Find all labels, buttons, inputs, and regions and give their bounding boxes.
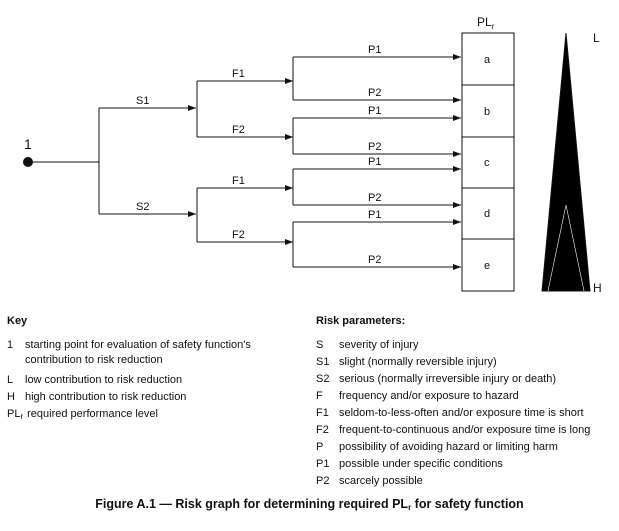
plr-header: PLr bbox=[477, 15, 495, 31]
risk-parameter-symbol: S bbox=[316, 339, 324, 351]
risk-parameter-symbol: P bbox=[316, 441, 324, 453]
key-symbol: L bbox=[7, 374, 14, 386]
risk-parameter-symbol: S2 bbox=[316, 373, 330, 385]
risk-parameter-description: scarcely possible bbox=[339, 475, 423, 487]
label-f1-lower: F1 bbox=[232, 175, 245, 187]
key-section: Key 1 starting point for evaluation of s… bbox=[7, 314, 297, 424]
risk-parameter-description: serious (normally irreversible injury or… bbox=[339, 373, 557, 385]
risk-parameter-item: P2 scarcely possible bbox=[316, 474, 616, 489]
label-low: L bbox=[593, 31, 600, 45]
risk-parameter-description: slight (normally reversible injury) bbox=[339, 356, 497, 368]
level-a: a bbox=[484, 54, 491, 66]
key-description: low contribution to risk reduction bbox=[25, 374, 183, 386]
risk-parameter-symbol: F1 bbox=[316, 407, 329, 419]
risk-triangle bbox=[541, 32, 591, 292]
risk-graph: 1 S1 S2 F1 F2 F1 F2 P1 P2 P1 P2 P1 P2 P1… bbox=[23, 15, 602, 295]
label-p2-3: P2 bbox=[368, 192, 381, 204]
performance-level-boxes bbox=[461, 32, 515, 292]
label-p2-4: P2 bbox=[368, 254, 381, 266]
risk-parameter-item: F2 frequent-to-continuous and/or exposure… bbox=[316, 423, 616, 438]
risk-parameter-item: F1 seldom-to-less-often and/or exposure t… bbox=[316, 406, 616, 421]
risk-parameter-symbol: P2 bbox=[316, 475, 330, 487]
label-p1-2: P1 bbox=[368, 105, 381, 117]
label-p1-4: P1 bbox=[368, 209, 381, 221]
key-item: PLr required performance level bbox=[7, 407, 297, 424]
level-b: b bbox=[484, 106, 490, 118]
level-c: c bbox=[484, 157, 490, 169]
key-description: required performance level bbox=[27, 408, 158, 420]
risk-parameter-description: seldom-to-less-often and/or exposure tim… bbox=[339, 407, 584, 419]
risk-parameter-item: S2 serious (normally irreversible injury … bbox=[316, 372, 616, 387]
key-title: Key bbox=[7, 315, 28, 327]
label-high: H bbox=[593, 281, 602, 295]
risk-parameter-item: S1 slight (normally reversible injury) bbox=[316, 355, 616, 370]
level-e: e bbox=[484, 260, 490, 272]
label-p1-1: P1 bbox=[368, 44, 381, 56]
label-f2-lower: F2 bbox=[232, 229, 245, 241]
key-symbol: H bbox=[7, 391, 15, 403]
label-f1-upper: F1 bbox=[232, 68, 245, 80]
key-description: high contribution to risk reduction bbox=[25, 391, 187, 403]
risk-parameters-title: Risk parameters: bbox=[316, 315, 406, 327]
start-point-label: 1 bbox=[24, 136, 32, 152]
key-item: H high contribution to risk reduction bbox=[7, 390, 297, 405]
risk-parameter-description: severity of injury bbox=[339, 339, 419, 351]
label-f2-upper: F2 bbox=[232, 124, 245, 136]
key-symbol: 1 bbox=[7, 339, 14, 351]
risk-parameter-description: frequency and/or exposure to hazard bbox=[339, 390, 519, 402]
risk-parameter-symbol: F bbox=[316, 390, 323, 402]
risk-parameter-symbol: P1 bbox=[316, 458, 330, 470]
label-p2-2: P2 bbox=[368, 141, 381, 153]
risk-parameter-item: P1 possible under specific conditions bbox=[316, 457, 616, 472]
label-p1-3: P1 bbox=[368, 156, 381, 168]
key-description: starting point for evaluation of safety … bbox=[25, 339, 251, 366]
label-p2-1: P2 bbox=[368, 87, 381, 99]
risk-parameter-description: possible under specific conditions bbox=[339, 458, 503, 470]
key-item: 1 starting point for evaluation of safet… bbox=[7, 338, 297, 368]
key-item: L low contribution to risk reduction bbox=[7, 373, 297, 388]
level-d: d bbox=[484, 208, 490, 220]
figure-caption: Figure A.1 — Risk graph for determining … bbox=[95, 497, 524, 512]
key-symbol: PLr bbox=[7, 408, 24, 421]
label-s2: S2 bbox=[136, 201, 149, 213]
risk-parameter-symbol: F2 bbox=[316, 424, 329, 436]
label-s1: S1 bbox=[136, 95, 149, 107]
risk-parameter-description: possibility of avoiding hazard or limiti… bbox=[339, 441, 558, 453]
risk-parameter-symbol: S1 bbox=[316, 356, 330, 368]
start-point bbox=[23, 157, 33, 167]
risk-parameter-description: frequent-to-continuous and/or exposure t… bbox=[339, 424, 591, 436]
